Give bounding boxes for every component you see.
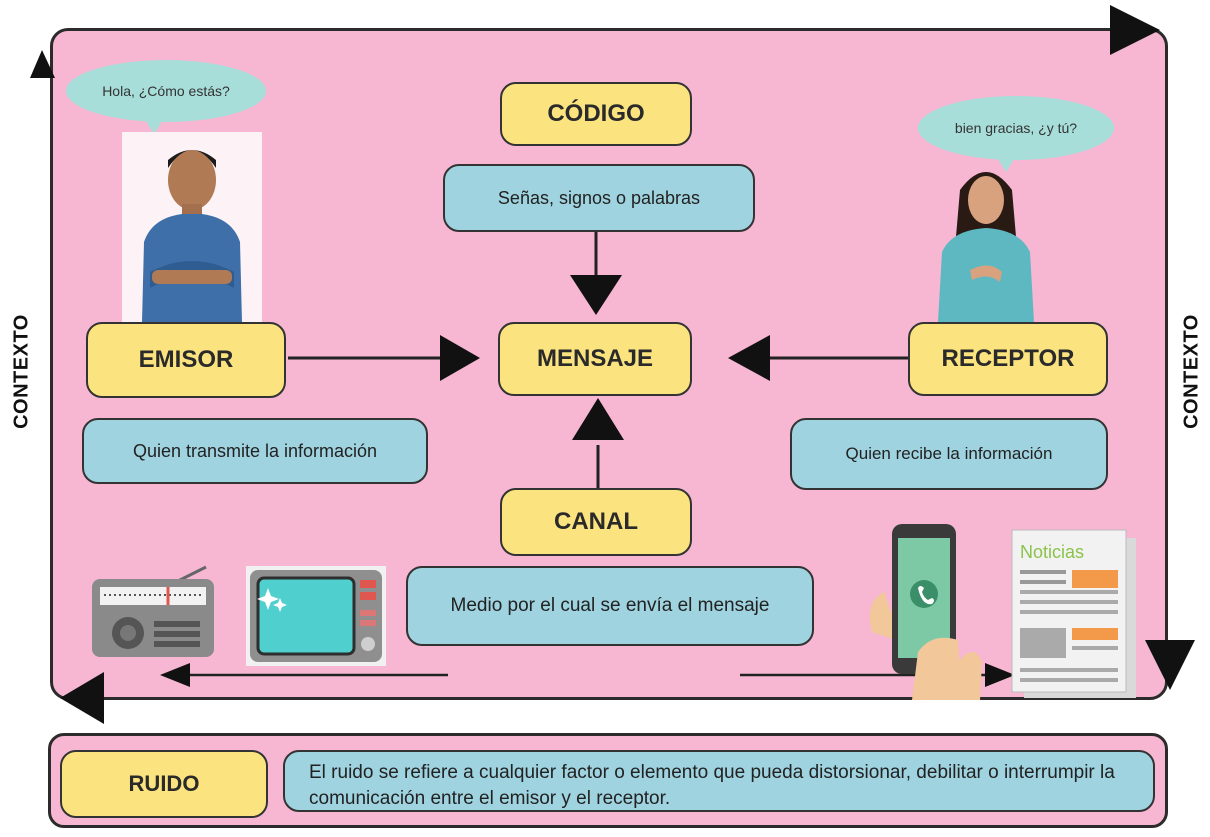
emisor-description: Quien transmite la información <box>82 418 428 484</box>
arrowhead-down <box>570 275 622 315</box>
corner-arrow-top-left <box>30 50 55 78</box>
emisor-man-illustration <box>122 132 262 322</box>
corner-arrow-bottom-left <box>60 672 104 724</box>
arrowhead-right <box>440 335 480 381</box>
receptor-box: RECEPTOR <box>908 322 1108 396</box>
receptor-description: Quien recibe la información <box>790 418 1108 490</box>
phone-illustration <box>869 524 982 700</box>
canal-description: Medio por el cual se envía el mensaje <box>406 566 814 646</box>
radio-illustration <box>92 565 214 657</box>
receptor-speech-bubble: bien gracias, ¿y tú? <box>918 96 1114 172</box>
emisor-box: EMISOR <box>86 322 286 398</box>
tv-illustration <box>246 566 386 666</box>
receptor-speech-text: bien gracias, ¿y tú? <box>954 120 1078 136</box>
bottom-arrowhead-right <box>985 663 1015 687</box>
context-label-right: CONTEXTO <box>1180 314 1203 429</box>
corner-arrow-top-right <box>1110 5 1160 55</box>
context-label-left: CONTEXTO <box>10 314 33 429</box>
newspaper-masthead: Noticias <box>1020 542 1084 562</box>
ruido-description: El ruido se refiere a cualquier factor o… <box>283 750 1155 812</box>
codigo-box: CÓDIGO <box>500 82 692 146</box>
canal-box: CANAL <box>500 488 692 556</box>
arrowhead-up <box>572 398 624 440</box>
codigo-description: Señas, signos o palabras <box>443 164 755 232</box>
emisor-speech-text: Hola, ¿Cómo estás? <box>102 83 230 99</box>
mensaje-box: MENSAJE <box>498 322 692 396</box>
arrowhead-left <box>728 335 770 381</box>
bottom-arrowhead-left <box>160 663 190 687</box>
ruido-box: RUIDO <box>60 750 268 818</box>
corner-arrow-bottom-right <box>1145 640 1195 690</box>
receptor-woman-illustration <box>938 172 1034 322</box>
newspaper-illustration: Noticias <box>1011 529 1136 698</box>
emisor-speech-bubble: Hola, ¿Cómo estás? <box>66 60 266 134</box>
